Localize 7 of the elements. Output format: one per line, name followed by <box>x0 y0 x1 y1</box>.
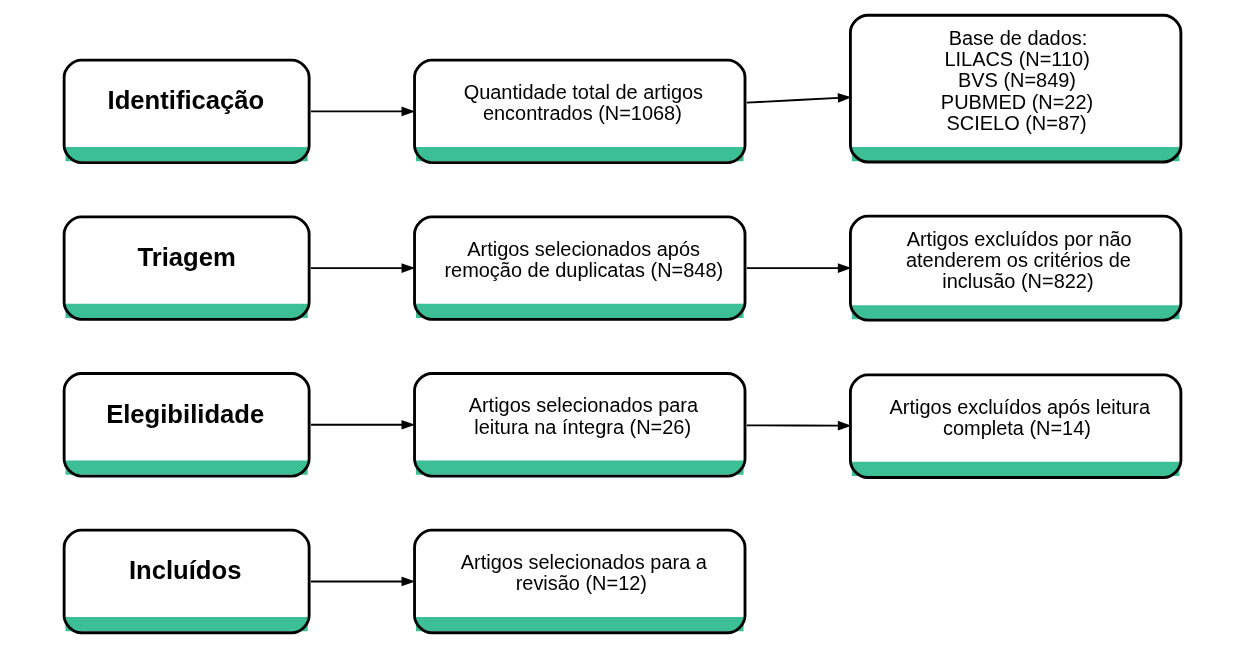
arrow <box>745 420 852 431</box>
arrow <box>309 263 415 273</box>
arrow <box>309 576 415 587</box>
arrow <box>309 106 415 117</box>
arrow <box>745 93 852 104</box>
arrow <box>309 420 415 430</box>
arrow <box>745 263 852 273</box>
